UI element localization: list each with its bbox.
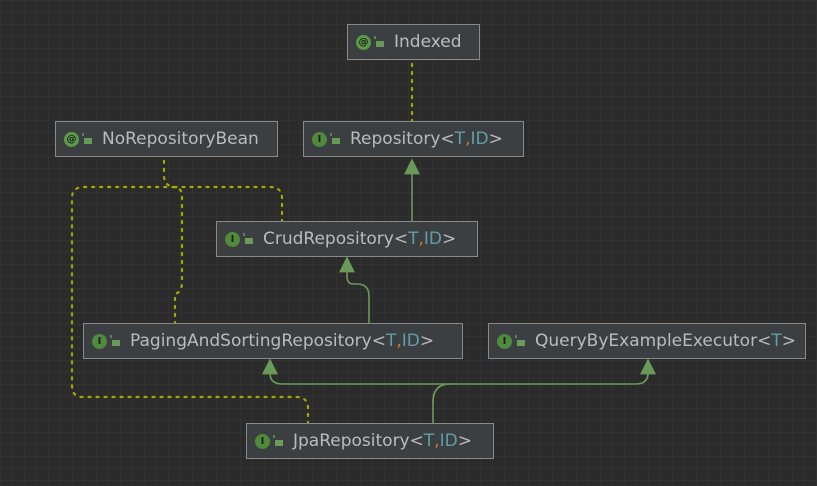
type-param-close: > [457,431,473,451]
type-param-comma: , [396,331,402,351]
node-label: QueryByExampleExecutor [535,331,758,351]
interface-badge-icon: I [497,333,512,349]
lock-open-icon [330,129,341,149]
node-label: CrudRepository [263,229,394,249]
interface-badge-icon: I [92,333,107,349]
node-label: NoRepositoryBean [102,129,259,149]
type-param-close: > [419,331,435,351]
edge-paging-to-crud [339,256,370,324]
type-param-close: > [781,331,796,351]
indexed-annotation-node[interactable]: @ Indexed [347,24,480,60]
type-param-close: > [441,229,457,249]
type-param-close: > [488,129,503,149]
type-param-id: ID [470,129,489,149]
lock-open-icon [82,129,93,149]
type-param-open: < [393,229,409,249]
lock-open-icon [515,331,526,351]
pagingandsortingrepository-interface-node[interactable]: I PagingAndSortingRepository<T, ID> [83,323,463,359]
jparepository-interface-node[interactable]: I JpaRepository<T, ID> [246,423,494,459]
edge-paging-to-norepositorybean [162,185,184,326]
type-param-t: T [771,331,782,351]
type-param-id: ID [439,431,458,451]
node-label: Indexed [394,32,462,52]
norepositorybean-annotation-node[interactable]: @ NoRepositoryBean [55,121,278,157]
type-param-t: T [385,331,397,351]
edge-jpa-to-query-by-example [432,358,656,403]
type-param-t: T [408,229,419,249]
interface-badge-icon: I [312,131,327,147]
node-label: Repository [350,129,441,149]
repository-interface-node[interactable]: I Repository<T, ID> [303,121,524,157]
querybyexampleexecutor-interface-node[interactable]: I QueryByExampleExecutor<T> [488,323,806,359]
node-label: JpaRepository [293,431,410,451]
type-param-t: T [454,129,466,149]
lock-open-icon [374,32,385,52]
annotation-badge-icon: @ [356,34,371,50]
crudrepository-interface-node[interactable]: I CrudRepository<T, ID> [216,221,478,257]
type-param-id: ID [401,331,420,351]
lock-open-icon [243,229,254,249]
type-param-comma: , [418,229,424,249]
edge-crud-to-norepositorybean [162,156,284,224]
type-param-open: < [409,431,424,451]
lock-open-icon [273,431,284,451]
type-param-comma: , [465,129,471,149]
interface-badge-icon: I [225,231,240,247]
lock-open-icon [110,331,121,351]
type-param-open: < [371,331,386,351]
type-param-open: < [757,331,772,351]
edge-jpa-to-norepositorybean [70,185,310,426]
node-label: PagingAndSortingRepository [130,331,372,351]
annotation-badge-icon: @ [64,131,79,147]
interface-badge-icon: I [255,433,270,449]
type-param-open: < [440,129,455,149]
type-param-id: ID [423,229,442,249]
type-param-comma: , [434,431,440,451]
type-param-t: T [423,431,435,451]
edge-jpa-to-paging [262,358,451,424]
